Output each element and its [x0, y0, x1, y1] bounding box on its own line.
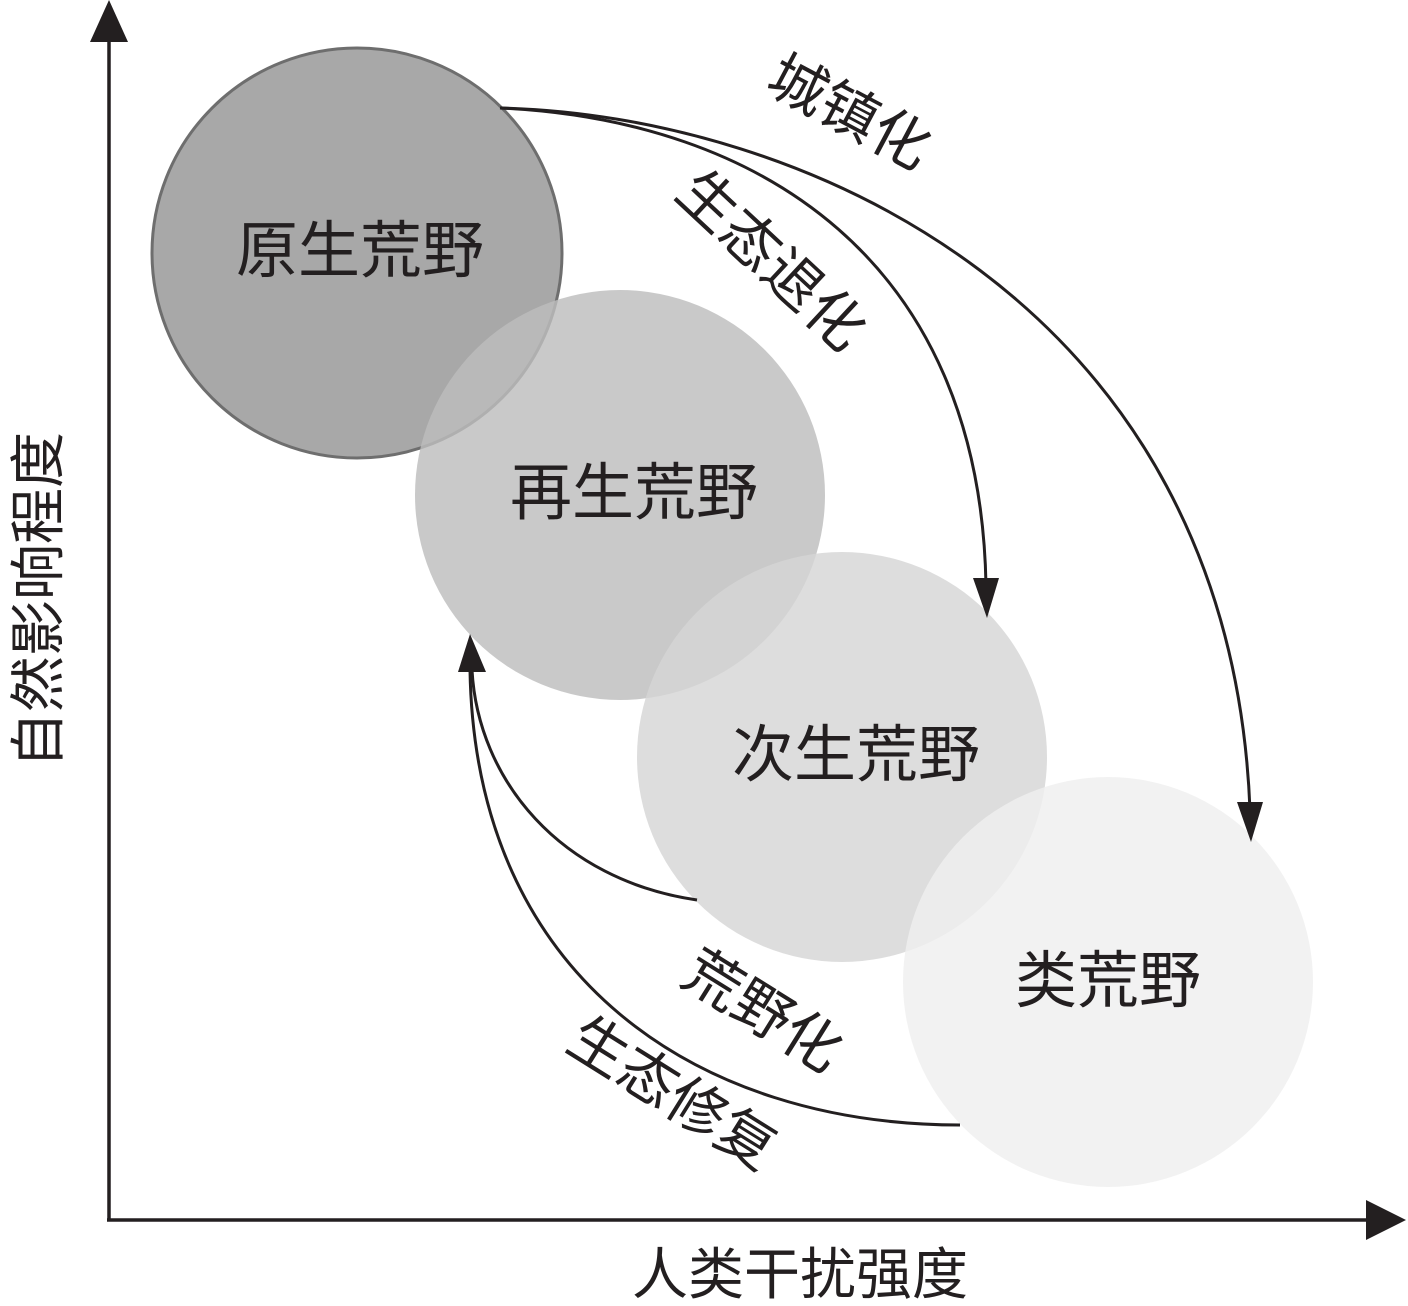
restoration-curve [468, 669, 961, 1127]
y-axis-arrowhead [90, 0, 128, 42]
x-axis-arrowhead [1366, 1200, 1406, 1240]
x-axis-label: 人类干扰强度 [632, 1243, 968, 1306]
stage-labels: 原生荒野 再生荒野 次生荒野 类荒野 [236, 214, 1201, 1017]
degradation-curve [499, 106, 988, 586]
stage-label-primary: 原生荒野 [236, 214, 484, 287]
urbanization-label: 城镇化 [757, 41, 943, 183]
y-axis-label: 自然影响程度 [7, 432, 72, 768]
stage-label-secondary: 次生荒野 [732, 718, 980, 791]
regenerated-arrowhead [458, 634, 486, 672]
axes [90, 0, 1406, 1240]
stage-circles [150, 46, 1313, 1187]
rewilding-curve [470, 669, 698, 902]
urbanization-arrowhead [1237, 802, 1263, 842]
degradation-arrowhead [973, 578, 999, 618]
stage-label-quasi: 类荒野 [1015, 944, 1201, 1017]
stage-circle-primary [150, 46, 564, 460]
stage-label-regenerated: 再生荒野 [510, 456, 758, 529]
stage-circle-quasi [903, 777, 1313, 1187]
urbanization-curve [499, 106, 1252, 811]
process-curves [458, 106, 1263, 1127]
